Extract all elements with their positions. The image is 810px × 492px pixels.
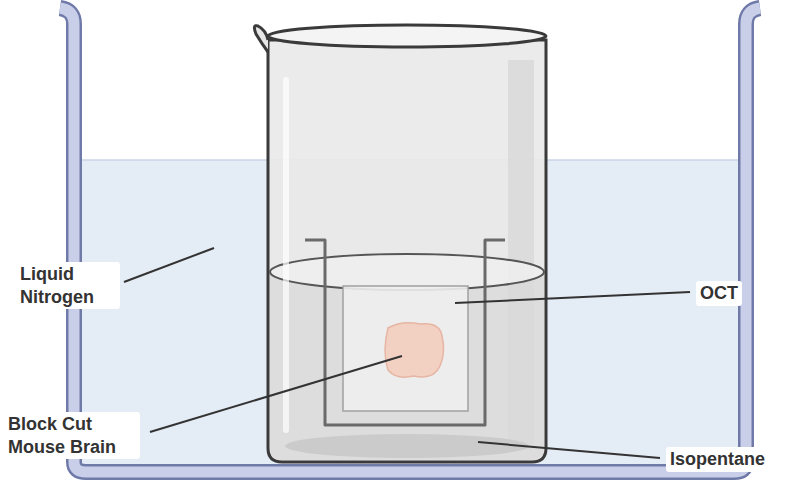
part-label: Block Cut Mouse Brain [4, 412, 140, 459]
beaker-spout [254, 26, 268, 52]
leader-line [455, 292, 690, 303]
part-label: Isopentane [666, 447, 769, 472]
leader-line [124, 248, 214, 282]
dewar-wall [60, 8, 760, 472]
dewar-wall-fill [60, 8, 760, 472]
beaker-bottom [285, 434, 529, 458]
beaker-rim [268, 25, 546, 47]
isopentane-surface [270, 254, 544, 290]
glass-highlight [283, 80, 289, 430]
leader-line [150, 356, 402, 432]
oct-mold [343, 286, 468, 411]
part-label: Liquid Nitrogen [16, 262, 120, 309]
beaker [268, 40, 546, 462]
leader-line [478, 442, 660, 458]
wire-holder [305, 240, 505, 425]
brain-block [385, 323, 444, 377]
part-label: OCT [696, 281, 742, 306]
